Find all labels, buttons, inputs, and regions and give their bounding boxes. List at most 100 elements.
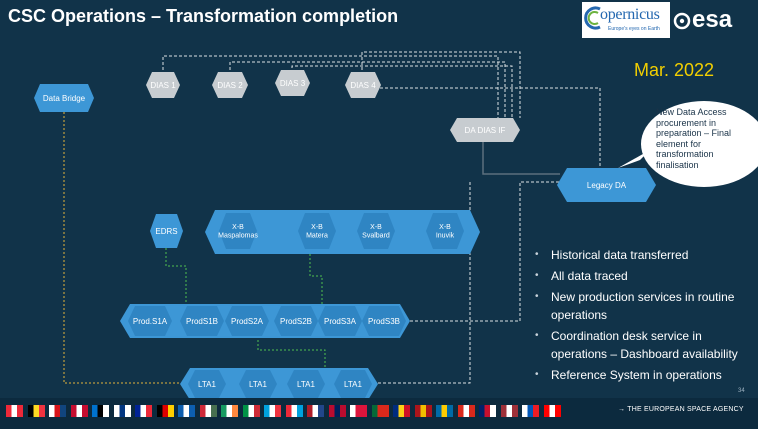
copernicus-logo: opernicus Europe's eyes on Earth <box>582 2 670 38</box>
connectors-dias <box>162 51 601 384</box>
lta-node-4-label: LTA1 <box>344 380 362 389</box>
xb-inuvik-node-shape <box>426 213 464 249</box>
xb-svalbard-node-label: X-B <box>370 224 382 231</box>
copernicus-wordmark: opernicus <box>600 6 660 23</box>
flag-1 <box>6 405 23 417</box>
dias-2-node-shape <box>212 72 248 98</box>
dias-1-node: DIAS 1 <box>146 72 180 98</box>
architecture-diagram: DIAS 1 DIAS 2 DIAS 3 DIAS 4 DA DIAS IF Data … <box>34 51 758 400</box>
bullet-item-1: Historical data transferred <box>535 246 757 264</box>
da-dias-if-node-shape <box>450 118 520 142</box>
production-node-1-label: Prod.S1A <box>133 317 168 326</box>
dias-3-node-shape <box>275 70 310 96</box>
legacy-da-node: Legacy DA <box>557 168 656 202</box>
xb-inuvik-node: X-B Inuvik <box>426 213 464 249</box>
lta-node-4: LTA1 <box>334 370 372 398</box>
flag-9 <box>178 405 195 417</box>
xb-maspalomas-node-label: Maspalomas <box>218 233 258 240</box>
dias-group: DIAS 1 DIAS 2 DIAS 3 DIAS 4 DA DIAS IF <box>146 70 520 142</box>
page-number: 34 <box>738 388 745 394</box>
xb-svalbard-node: X-B Svalbard <box>357 213 395 249</box>
legacy-da-node-shape <box>557 168 656 202</box>
production-node-2-shape <box>180 306 224 336</box>
xband-band <box>205 210 480 254</box>
callout-tail <box>618 150 650 168</box>
flag-24 <box>500 405 518 417</box>
flag-4 <box>70 405 88 417</box>
esa-mark-icon <box>673 12 691 30</box>
production-node-5: ProdS3A <box>318 306 362 336</box>
flag-17 <box>350 405 367 417</box>
xb-matera-node-shape <box>298 213 336 249</box>
connector-dias4-legacy <box>380 87 601 168</box>
da-dias-if-node-label: DA DIAS IF <box>465 126 506 135</box>
dias-2-node: DIAS 2 <box>212 72 248 98</box>
flag-25 <box>522 405 539 417</box>
production-node-6-label: ProdS3B <box>368 317 400 326</box>
data-bridge-node: Data Bridge <box>34 84 94 112</box>
production-node-4-shape <box>274 306 318 336</box>
date-label: Mar. 2022 <box>634 60 715 80</box>
connectors-green <box>165 248 326 370</box>
connector-xb-prod <box>309 250 323 306</box>
dias-1-node-shape <box>146 72 180 98</box>
production-node-1: Prod.S1A <box>128 306 172 336</box>
flag-6 <box>113 405 131 417</box>
copernicus-tagline: Europe's eyes on Earth <box>608 26 660 32</box>
lta-node-1: LTA1 <box>188 370 226 398</box>
data-bridge-node-shape <box>34 84 94 112</box>
edrs-node-shape <box>150 214 183 248</box>
flag-12 <box>242 405 260 417</box>
page-title: CSC Operations – Transformation completi… <box>8 6 399 26</box>
flag-7 <box>135 405 152 417</box>
xb-svalbard-node-label: Svalbard <box>362 233 390 240</box>
connector-dias2-daif <box>229 61 506 118</box>
dias-4-node-label: DIAS 4 <box>350 81 376 90</box>
dias-3-node: DIAS 3 <box>275 70 310 96</box>
data-bridge-node-label: Data Bridge <box>43 94 86 103</box>
da-dias-if-node: DA DIAS IF <box>450 118 520 142</box>
bullet-item-4: Coordination desk service in operations … <box>535 327 757 363</box>
production-node-3-label: ProdS2A <box>231 317 264 326</box>
connector-edrs-prod <box>165 248 187 306</box>
flag-14 <box>285 405 303 417</box>
production-node-6: ProdS3B <box>362 306 406 336</box>
connector-dias1-daif <box>162 55 499 118</box>
lta-node-3-shape <box>287 370 325 398</box>
lta-node-2: LTA1 <box>239 370 277 398</box>
footer-bar: → THE EUROPEAN SPACE AGENCY <box>0 398 758 429</box>
xb-matera-node-label: X-B <box>311 224 323 231</box>
flag-5 <box>92 405 109 417</box>
production-node-4-label: ProdS2B <box>280 317 312 326</box>
flag-19 <box>393 405 410 417</box>
flag-21 <box>436 405 453 417</box>
connector-dias3-daif <box>291 65 513 118</box>
lta-band <box>180 368 378 400</box>
flag-23 <box>479 405 496 417</box>
flag-11 <box>221 405 238 417</box>
xb-inuvik-node-label: Inuvik <box>436 233 455 240</box>
flag-10 <box>199 405 217 417</box>
edrs-node: EDRS <box>150 214 183 248</box>
production-node-5-label: ProdS3A <box>324 317 357 326</box>
bullet-item-2: All data traced <box>535 267 757 285</box>
xb-inuvik-node-label: X-B <box>439 224 451 231</box>
flag-16 <box>328 405 346 417</box>
flag-20 <box>414 405 432 417</box>
bullet-list: Historical data transferred All data tra… <box>535 246 757 387</box>
lta-node-4-shape <box>334 370 372 398</box>
connector-prod-legacy <box>410 181 560 322</box>
production-node-1-shape <box>128 306 172 336</box>
lta-node-2-shape <box>239 370 277 398</box>
dias-4-node-shape <box>345 72 381 98</box>
dias-3-node-label: DIAS 3 <box>280 79 306 88</box>
connectors-yellow <box>63 112 182 384</box>
connector-daif-legacy <box>482 142 560 175</box>
production-node-5-shape <box>318 306 362 336</box>
flag-22 <box>457 405 475 417</box>
flag-3 <box>49 405 66 417</box>
dias-4-node: DIAS 4 <box>345 72 381 98</box>
